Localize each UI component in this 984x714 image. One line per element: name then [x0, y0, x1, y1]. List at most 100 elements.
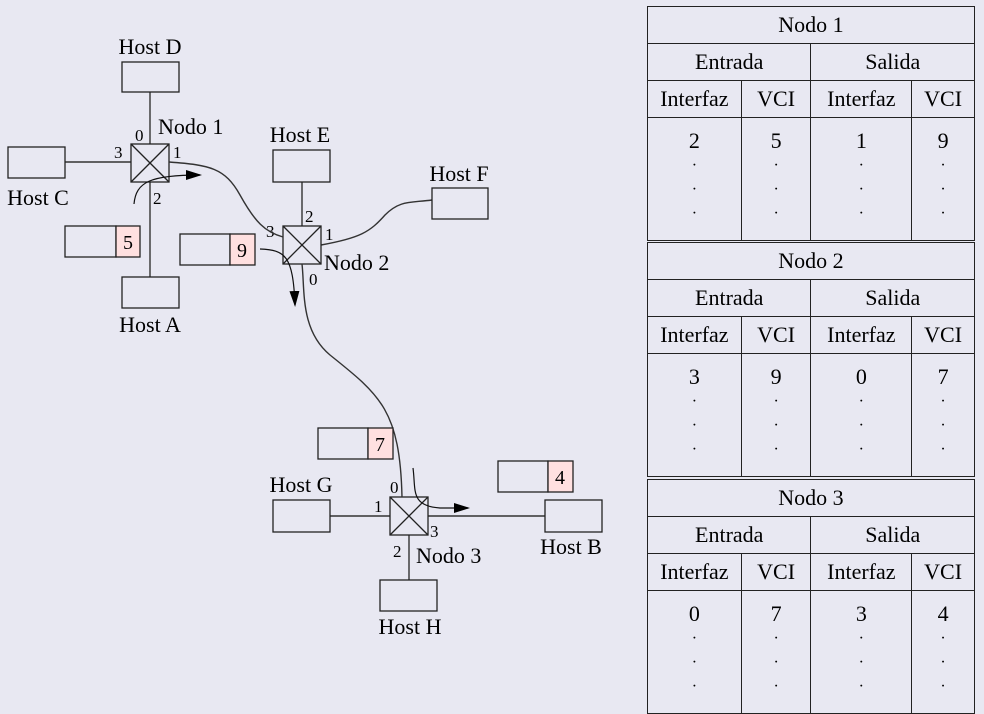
host-e: Host E	[270, 122, 331, 183]
value: 0	[688, 601, 700, 626]
node-2-port-2: 2	[305, 207, 314, 226]
host-c: Host C	[7, 146, 69, 210]
host-b: Host B	[540, 499, 603, 559]
header-in-interface: Interfaz	[647, 316, 742, 354]
host-d-label: Host D	[119, 34, 182, 59]
node-2-label: Nodo 2	[324, 250, 389, 275]
table-title: Nodo 3	[647, 479, 975, 517]
cell-out-vci: 9···	[911, 117, 975, 241]
table-title: Nodo 2	[647, 242, 975, 280]
node-2-port-0: 0	[309, 270, 318, 289]
header-out-interface: Interfaz	[810, 316, 913, 354]
packet-vci-7-label: 7	[375, 434, 385, 456]
ellipsis: ···	[858, 157, 864, 222]
header-out-vci: VCI	[911, 553, 975, 591]
node-1-port-3: 3	[114, 143, 123, 162]
group-salida: Salida	[810, 279, 975, 317]
header-in-interface: Interfaz	[647, 553, 742, 591]
ellipsis: ···	[691, 157, 698, 222]
value: 3	[855, 601, 867, 626]
group-entrada: Entrada	[646, 279, 812, 317]
cell-in-vci: 7 ···	[740, 590, 812, 714]
packet-vci-4: 4	[497, 460, 574, 493]
header-out-vci: VCI	[911, 80, 975, 118]
header-in-vci: VCI	[740, 553, 812, 591]
value: 2	[688, 128, 700, 153]
value: 4	[937, 601, 949, 626]
node-3-port-1: 1	[374, 497, 383, 516]
ellipsis: ···	[940, 393, 946, 458]
network-diagram: Nodo 1 0 1 2 3 Host D Host C Host A Nodo…	[7, 34, 603, 639]
link-host-f-node-2	[320, 199, 433, 246]
cell-out-vci: 4 ···	[911, 590, 975, 714]
packet-vci-4-label: 4	[555, 467, 565, 489]
packet-vci-5-label: 5	[123, 232, 133, 254]
vc-table-node-1: Nodo 1 Entrada Salida Interfaz VCI Inter…	[646, 6, 975, 241]
ellipsis: ···	[773, 393, 779, 458]
vc-path-arrow-node-3	[412, 467, 470, 513]
node-1-label: Nodo 1	[158, 114, 223, 139]
ellipsis: ···	[773, 630, 779, 695]
node-2: Nodo 2 0 1 2 3	[266, 182, 433, 289]
host-h-label: Host H	[379, 614, 442, 639]
value: 9	[937, 128, 949, 153]
header-out-vci: VCI	[911, 316, 975, 354]
ellipsis: ···	[691, 630, 698, 695]
node-1-port-2: 2	[153, 189, 162, 208]
cell-in-interface: 2 ···	[647, 117, 742, 241]
value: 9	[770, 364, 782, 389]
value: 7	[770, 601, 782, 626]
node-3-port-2: 2	[393, 542, 402, 561]
packet-vci-5: 5	[64, 225, 141, 258]
ellipsis: ···	[858, 393, 864, 458]
table-title: Nodo 1	[647, 6, 975, 44]
switch-node-1	[130, 143, 170, 183]
host-h: Host H	[379, 579, 442, 639]
link-node-2-node-3	[301, 263, 403, 498]
node-1-port-0: 0	[135, 126, 144, 145]
ellipsis: ···	[691, 393, 698, 458]
host-a-label: Host A	[119, 312, 181, 337]
node-3: Nodo 3 0 1 2 3	[330, 478, 545, 580]
group-entrada: Entrada	[646, 516, 812, 554]
header-in-vci: VCI	[740, 80, 812, 118]
group-salida: Salida	[810, 43, 975, 81]
ellipsis: ···	[940, 630, 946, 695]
cell-in-vci: 9 ···	[740, 353, 812, 477]
packet-vci-9: 9	[179, 233, 256, 266]
host-a: Host A	[119, 276, 181, 337]
cell-in-interface: 0 ···	[647, 590, 742, 714]
cell-in-vci: 5···	[740, 117, 812, 241]
header-out-interface: Interfaz	[810, 553, 913, 591]
value: 3	[688, 364, 700, 389]
node-3-port-0: 0	[390, 478, 399, 497]
host-b-label: Host B	[540, 534, 602, 559]
value: 1	[855, 128, 867, 153]
host-f: Host F	[429, 161, 489, 220]
node-1: Nodo 1 0 1 2 3	[65, 92, 223, 277]
header-in-vci: VCI	[740, 316, 812, 354]
header-out-interface: Interfaz	[810, 80, 913, 118]
header-in-interface: Interfaz	[647, 80, 742, 118]
cell-out-interface: 1 ···	[810, 117, 913, 241]
host-g: Host G	[270, 472, 333, 533]
host-g-label: Host G	[270, 472, 333, 497]
link-node-1-node-2	[168, 161, 284, 238]
cell-out-interface: 3 ···	[810, 590, 913, 714]
switch-node-2	[282, 225, 322, 265]
packet-vci-7: 7	[317, 427, 394, 460]
vc-table-node-3: Nodo 3 Entrada Salida Interfaz VCI Inter…	[646, 479, 975, 714]
ellipsis: ···	[773, 157, 779, 222]
host-e-label: Host E	[270, 122, 331, 147]
ellipsis: ···	[858, 630, 864, 695]
cell-out-interface: 0···	[810, 353, 913, 477]
cell-in-interface: 3 ···	[647, 353, 742, 477]
node-2-port-1: 1	[325, 225, 334, 244]
vc-path-arrow-node-1	[133, 170, 202, 205]
value: 7	[937, 364, 949, 389]
node-3-port-3: 3	[430, 522, 439, 541]
host-c-label: Host C	[7, 185, 69, 210]
group-entrada: Entrada	[646, 43, 812, 81]
host-d: Host D	[119, 34, 182, 93]
group-salida: Salida	[810, 516, 975, 554]
